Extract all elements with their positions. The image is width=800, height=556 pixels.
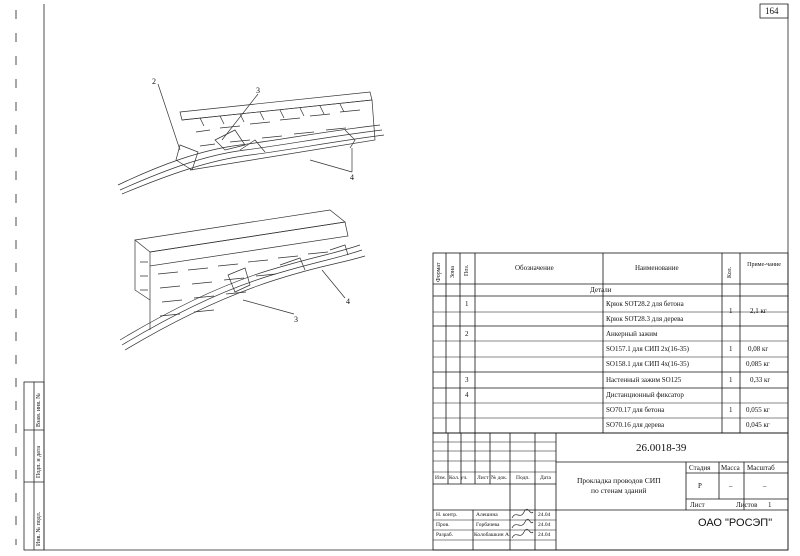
row-name: Крюк SOT28.3 для дерева xyxy=(606,315,684,323)
row-prim: 2,1 кг xyxy=(750,307,767,315)
stadiya-header: Стадия xyxy=(689,464,711,472)
title-line-1: Прокладка проводов СИП xyxy=(577,476,661,485)
col-kol-uch: Кол. уч. xyxy=(449,475,468,481)
row-poz: 3 xyxy=(465,376,469,384)
row-prim: 0,045 кг xyxy=(746,421,770,429)
org-name: ОАО "РОСЭП" xyxy=(698,517,773,529)
row-name: SO158.1 для СИП 4х(16-35) xyxy=(606,360,689,368)
row-prim: 0,055 кг xyxy=(746,406,770,414)
doc-code: 26.0018-39 xyxy=(636,442,687,454)
role-name: Колобашкин А. xyxy=(474,532,511,538)
stadiya-value: Р xyxy=(698,482,702,490)
role-date: 24.04 xyxy=(538,512,551,518)
row-poz: 2 xyxy=(465,330,469,338)
role-date: 24.04 xyxy=(538,522,551,528)
role-name: Горбачева xyxy=(476,522,500,528)
row-name: Дистанционный фиксатор xyxy=(606,391,684,399)
role-label: Н. контр. xyxy=(436,512,458,518)
role-label: Пров. xyxy=(436,522,450,528)
row-kol: 1 xyxy=(729,406,733,414)
listov-label: Листов xyxy=(736,501,758,509)
role-date: 24.04 xyxy=(538,532,551,538)
col-list: Лист xyxy=(477,475,489,481)
row-poz: 4 xyxy=(465,391,469,399)
row-name: SO157.1 для СИП 2х(16-35) xyxy=(606,345,689,353)
role-label: Разраб. xyxy=(436,532,454,538)
header-oboznachenie: Обозначение xyxy=(515,264,554,272)
col-data: Дата xyxy=(540,475,551,481)
col-ndok: № док. xyxy=(491,475,508,481)
massa-value: – xyxy=(729,482,733,490)
row-kol: 1 xyxy=(729,376,733,384)
listov-value: 1 xyxy=(768,501,772,509)
callout-2-upper: 2 xyxy=(152,77,156,86)
upper-wall-sketch xyxy=(117,83,385,195)
row-name: Анкерный зажим xyxy=(606,330,658,338)
callout-4-upper: 4 xyxy=(350,173,354,182)
col-izm: Изм. xyxy=(435,475,446,481)
row-prim: 0,08 кг xyxy=(748,345,769,353)
list-label: Лист xyxy=(690,501,705,509)
masshtab-header: Масштаб xyxy=(747,464,775,472)
row-kol: 1 xyxy=(729,307,733,315)
sheet-number: 164 xyxy=(765,6,779,16)
row-kol: 1 xyxy=(729,345,733,353)
header-primechanie: Приме-чание xyxy=(747,262,781,268)
row-name: Настенный зажим SO125 xyxy=(606,376,682,384)
col-podp: Подп. xyxy=(516,475,530,481)
row-name: Крюк SOT28.2 для бетона xyxy=(606,300,684,308)
callout-3-lower: 3 xyxy=(294,315,298,324)
spec-table-lines xyxy=(432,252,789,434)
role-name: Алешина xyxy=(476,512,498,518)
row-name: SO70.16 для дерева xyxy=(606,421,665,429)
title-block-lines xyxy=(432,432,789,551)
header-naimenovanie: Наименование xyxy=(635,264,679,272)
massa-header: Масса xyxy=(721,464,740,472)
masshtab-value: – xyxy=(763,482,767,490)
title-line-2: по стенам зданий xyxy=(591,486,647,495)
row-prim: 0,085 кг xyxy=(746,360,770,368)
lower-wall-sketch xyxy=(119,209,366,351)
section-detali: Детали xyxy=(590,286,612,294)
callout-3-upper: 3 xyxy=(256,86,260,95)
callout-4-lower: 4 xyxy=(346,297,350,306)
row-prim: 0,33 кг xyxy=(750,376,771,384)
row-name: SO70.17 для бетона xyxy=(606,406,665,414)
row-poz: 1 xyxy=(465,300,469,308)
